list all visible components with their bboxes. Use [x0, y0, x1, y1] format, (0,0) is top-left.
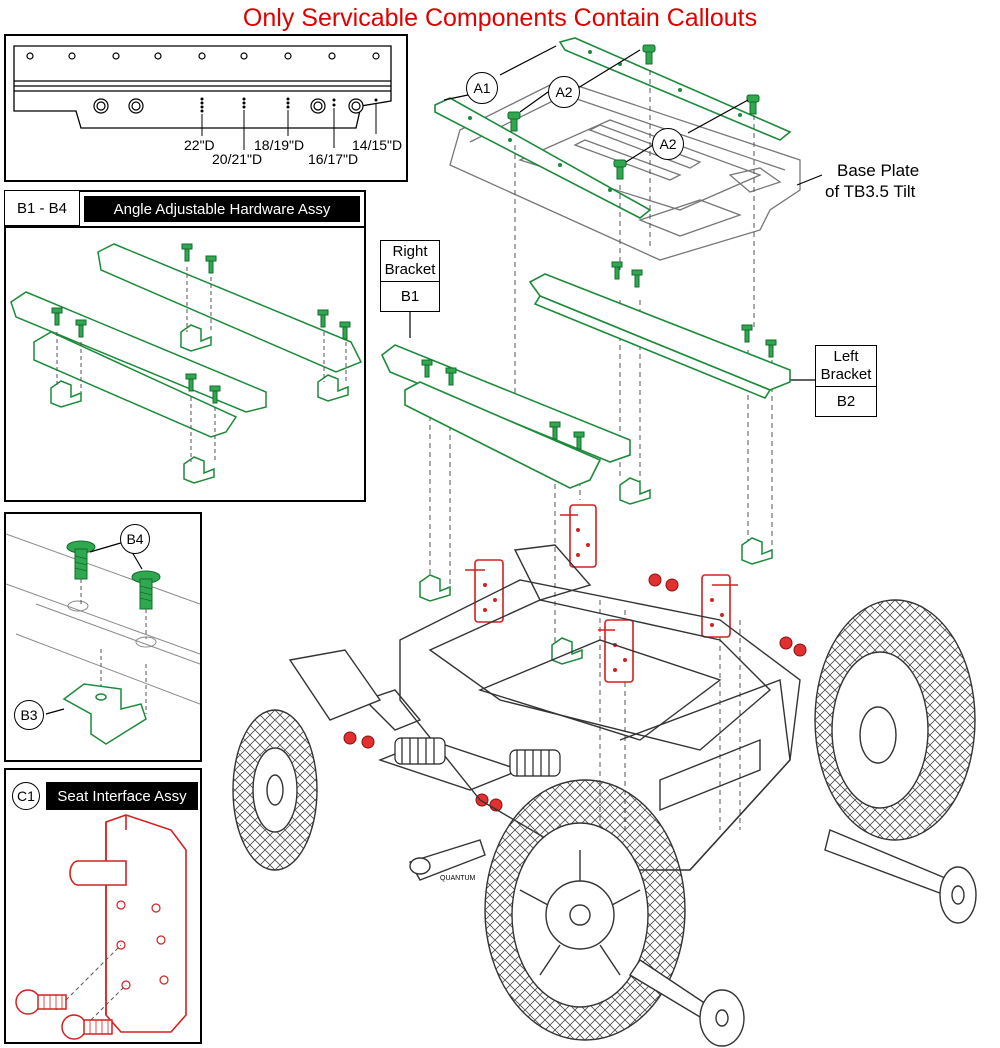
left-bracket-line2: Bracket — [820, 366, 872, 383]
hole-position-panel: 22"D 20/21"D 18/19"D 16/17"D 14/15"D — [4, 34, 408, 182]
callout-b3[interactable]: B3 — [14, 700, 44, 730]
left-bracket-id: B2 — [836, 393, 856, 410]
right-bracket-tag[interactable]: Right Bracket B1 — [380, 240, 440, 312]
hole-label-18-19: 18/19"D — [254, 137, 304, 153]
a2-bolts — [507, 44, 760, 180]
panel-b-title: Angle Adjustable Hardware Assy — [84, 196, 360, 222]
callout-a2-top[interactable]: A2 — [548, 76, 580, 108]
panel-b3-b4-detail: B4 B3 — [4, 512, 202, 762]
left-bracket-b2 — [528, 273, 791, 399]
panel-b3-b4-drawing — [6, 533, 200, 745]
base-plate — [449, 79, 801, 261]
panel-c-drawing — [15, 814, 187, 1040]
right-bracket-line1: Right — [392, 243, 428, 260]
seat-interface-plates — [465, 504, 738, 683]
seat-interface-bolts — [343, 573, 807, 812]
left-bracket-line1: Left — [833, 348, 859, 365]
page-title: Only Servicable Components Contain Callo… — [242, 4, 758, 32]
hole-label-14-15: 14/15"D — [352, 137, 402, 153]
hole-position-drawing: 22"D 20/21"D 18/19"D 16/17"D 14/15"D — [13, 45, 402, 167]
a1-angle-brackets — [434, 37, 792, 219]
panel-c-title: Seat Interface Assy — [46, 782, 198, 810]
base-plate-label-line2: of TB3.5 Tilt — [825, 182, 916, 201]
hole-label-22: 22"D — [184, 137, 215, 153]
suspension-springs — [394, 737, 561, 777]
panel-c-id[interactable]: C1 — [12, 782, 40, 810]
panel-b-id[interactable]: B1 - B4 — [4, 190, 80, 226]
hole-label-20-21: 20/21"D — [212, 151, 262, 167]
drive-wheel-left — [484, 779, 686, 1041]
anti-tip-wheels — [408, 829, 977, 1047]
panel-angle-adjustable-hardware: B1 - B4 Angle Adjustable Hardware Assy — [4, 190, 366, 502]
front-caster-left — [232, 649, 382, 871]
callout-leaders — [409, 45, 823, 381]
bracket-screws — [421, 261, 777, 450]
right-bracket-id: B1 — [400, 288, 420, 305]
base-plate-label: Base Plate of TB3.5 Tilt — [825, 160, 919, 202]
base-plate-label-line1: Base Plate — [837, 161, 920, 180]
callout-b4[interactable]: B4 — [120, 524, 150, 554]
right-bracket-b1 — [381, 344, 631, 489]
callout-a2-bottom[interactable]: A2 — [652, 128, 684, 160]
panel-b-drawing — [10, 243, 363, 484]
panel-seat-interface-assy: C1 Seat Interface Assy — [4, 768, 202, 1044]
brand-mark: QUANTUM — [440, 875, 476, 882]
drive-wheel-right — [814, 599, 976, 841]
right-bracket-line2: Bracket — [384, 261, 436, 278]
clamps — [419, 477, 773, 665]
callout-a1[interactable]: A1 — [466, 72, 498, 104]
left-bracket-tag[interactable]: Left Bracket B2 — [815, 345, 877, 417]
hole-label-16-17: 16/17"D — [308, 151, 358, 167]
